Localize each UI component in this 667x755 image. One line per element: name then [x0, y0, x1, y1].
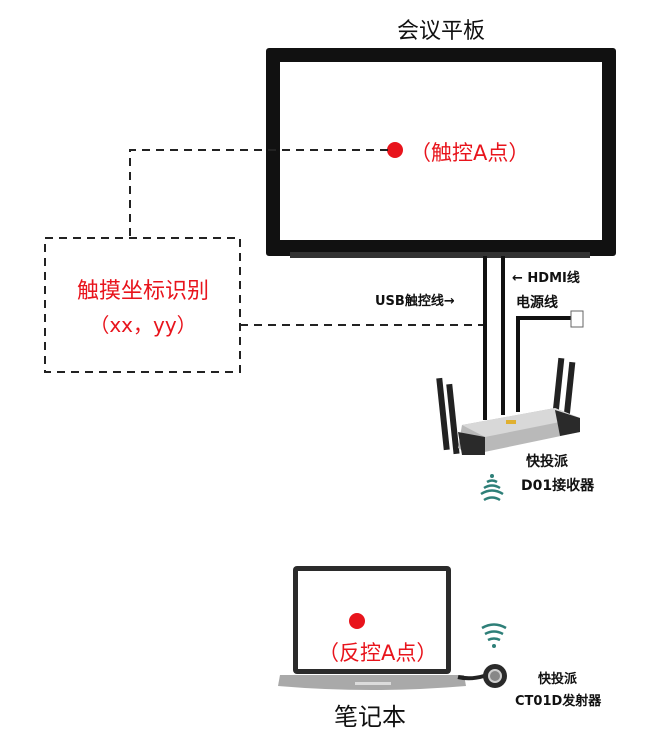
- touch-coordinate-title: 触摸坐标识别: [77, 279, 209, 304]
- power-label: 电源线: [516, 294, 558, 311]
- receiver-brand: 快投派: [526, 453, 569, 470]
- receiver-device: [436, 357, 580, 455]
- touch-coordinate-value: （xx，yy）: [89, 313, 196, 337]
- touch-coordinate-box: [44, 237, 241, 373]
- hdmi-label: ← HDMI线: [512, 270, 580, 286]
- reverse-control-label: （反控A点）: [318, 641, 437, 665]
- receiver-wifi-icon: [480, 474, 504, 502]
- dashed-connector-top: [129, 149, 388, 238]
- reverse-control-dot: [349, 613, 365, 629]
- laptop-label: 笔记本: [334, 703, 406, 731]
- meeting-panel: [266, 48, 616, 258]
- touch-point-label: （触控A点）: [410, 141, 529, 165]
- transmitter-wifi-icon: [481, 623, 507, 648]
- transmitter-model: CT01D发射器: [515, 693, 602, 709]
- transmitter-cable: [457, 674, 485, 681]
- touch-point-dot: [387, 142, 403, 158]
- transmitter-dongle: [483, 664, 507, 688]
- panel-title: 会议平板: [397, 19, 485, 44]
- power-cable: [516, 316, 572, 412]
- usb-label: USB触控线→: [375, 293, 455, 309]
- transmitter-brand: 快投派: [538, 671, 578, 687]
- power-plug: [570, 310, 584, 328]
- laptop: [278, 566, 466, 690]
- receiver-model: D01接收器: [521, 477, 595, 494]
